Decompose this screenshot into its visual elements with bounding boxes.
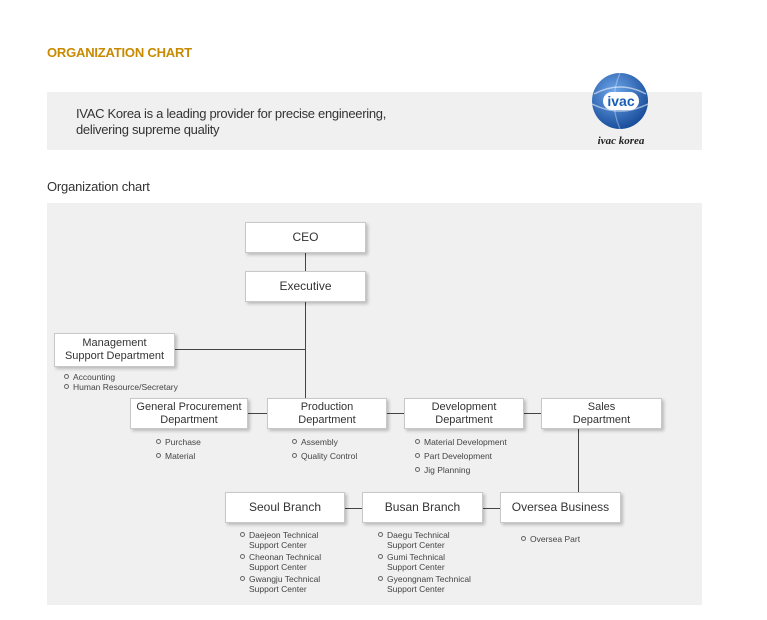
busan-branch-box: Busan Branch [362,492,483,523]
connector [345,508,362,509]
connector [524,413,541,414]
development-box: Development Department [404,398,524,429]
duty-item: Human Resource/Secretary [63,382,178,392]
procurement-duties: Purchase Material [155,437,201,465]
sales-box: Sales Department [541,398,662,429]
executive-label: Executive [279,279,332,293]
management-support-box: Management Support Department [54,333,175,367]
procurement-label-line1: General Procurement [136,400,242,413]
management-duties: Accounting Human Resource/Secretary [63,372,178,392]
connector [483,508,500,509]
ivac-logo: ivac ivac korea [591,72,649,147]
seoul-branch-box: Seoul Branch [225,492,345,523]
development-duties: Material Development Part Development Ji… [414,437,507,479]
procurement-box: General Procurement Department [130,398,248,429]
svg-text:ivac: ivac [607,93,634,109]
procurement-label-line2: Department [160,413,218,426]
sales-label-line1: Sales [587,400,616,413]
duty-item: Oversea Part [520,534,580,544]
production-duties: Assembly Quality Control [291,437,357,465]
development-label-line1: Development [431,400,497,413]
duty-item: Quality Control [291,451,357,461]
connector [305,301,306,398]
development-label-line2: Department [435,413,493,426]
connector [387,413,404,414]
seoul-branch-label: Seoul Branch [248,500,322,514]
production-label-line1: Production [300,400,354,413]
section-title: Organization chart [47,179,150,194]
connector [578,429,579,492]
production-label-line2: Department [298,413,356,426]
duty-item: Accounting [63,372,178,382]
oversea-business-label: Oversea Business [511,500,610,514]
production-box: Production Department [267,398,387,429]
duty-item: Purchase [155,437,201,447]
oversea-business-duties: Oversea Part [520,534,580,548]
duty-item: Material Development [414,437,507,447]
duty-item: Material [155,451,201,461]
duty-item: Assembly [291,437,357,447]
management-label-line2: Support Department [64,350,165,362]
duty-item: Jig Planning [414,465,507,475]
ceo-box: CEO [245,222,366,253]
duty-item: Part Development [414,451,507,461]
ceo-label: CEO [292,230,319,244]
connector [239,413,267,414]
executive-box: Executive [245,271,366,302]
connector [305,252,306,272]
sales-label-line2: Department [572,413,631,426]
busan-branch-label: Busan Branch [384,500,461,514]
oversea-business-box: Oversea Business [500,492,621,523]
page-title: ORGANIZATION CHART [47,45,192,60]
svg-text:ivac korea: ivac korea [598,135,645,147]
intro-text-line1: IVAC Korea is a leading provider for pre… [76,106,387,121]
intro-text-line2: delivering supreme quality [76,122,220,137]
connector [175,349,305,350]
management-label-line1: Management [82,337,147,349]
